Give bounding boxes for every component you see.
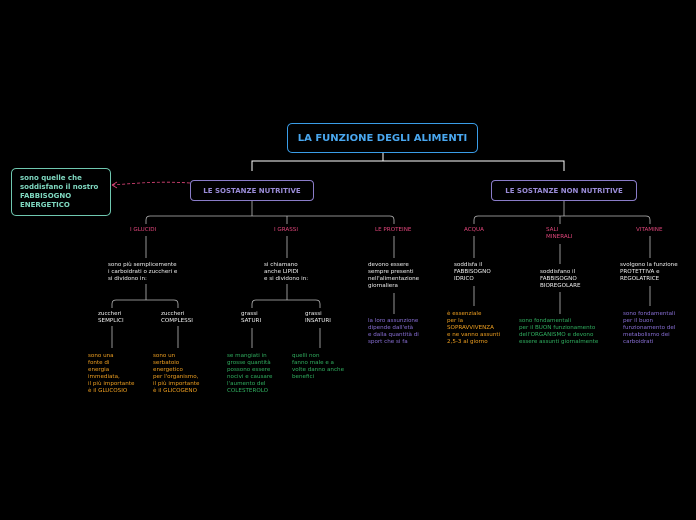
root-node[interactable]: LA FUNZIONE DEGLI ALIMENTI: [287, 123, 478, 153]
grassi-insaturi[interactable]: grassi INSATURI: [305, 311, 331, 324]
sali-description: soddisfano il FABBISOGNO BIOREGOLARE: [540, 269, 581, 289]
subtopic-sali-minerali[interactable]: SALI MINERALI: [546, 227, 573, 240]
sali-note: sono fondamentali per il BUON funzioname…: [519, 318, 599, 345]
complessi-description: sono un serbatoio energetico per l'organ…: [153, 353, 200, 394]
subtopic-acqua[interactable]: ACQUA: [464, 227, 484, 233]
subtopic-glucidi[interactable]: I GLUCIDI: [130, 227, 157, 233]
acqua-description: soddisfa il FABBISOGNO IDRICO: [454, 262, 491, 282]
subtopic-vitamine[interactable]: VITAMINE: [636, 227, 663, 233]
semplici-description: sono una fonte di energia immediata, il …: [88, 353, 135, 394]
vitamine-description: svolgono la funzione PROTETTIVA e REGOLA…: [620, 262, 678, 282]
zuccheri-semplici[interactable]: zuccheri SEMPLICI: [98, 311, 124, 324]
grassi-description: si chiamano anche LIPIDI e si dividono i…: [264, 262, 309, 282]
insaturi-description: quelli non fanno male e a volte danno an…: [292, 353, 345, 380]
category-non-nutritive[interactable]: LE SOSTANZE NON NUTRITIVE: [491, 180, 637, 201]
glucidi-description: sono più semplicemente i carboidrati o z…: [108, 262, 178, 282]
side-note[interactable]: sono quelle che soddisfano il nostro FAB…: [11, 168, 111, 216]
grassi-saturi[interactable]: grassi SATURI: [241, 311, 262, 324]
subtopic-proteine[interactable]: LE PROTEINE: [375, 227, 412, 233]
proteine-description: devono essere sempre presenti nell'alime…: [368, 262, 420, 289]
proteine-note: la loro assunzione dipende dall'età e da…: [368, 318, 419, 345]
vitamine-note: sono fondamentali per il buon funzioname…: [623, 311, 676, 345]
subtopic-grassi[interactable]: I GRASSI: [274, 227, 298, 233]
acqua-note: è essenziale per la SOPRAVVIVENZA e ne v…: [447, 311, 501, 345]
saturi-description: se mangiati in grosse quantità possono e…: [227, 353, 273, 394]
zuccheri-complessi[interactable]: zuccheri COMPLESSI: [161, 311, 193, 324]
category-nutritive[interactable]: LE SOSTANZE NUTRITIVE: [190, 180, 314, 201]
